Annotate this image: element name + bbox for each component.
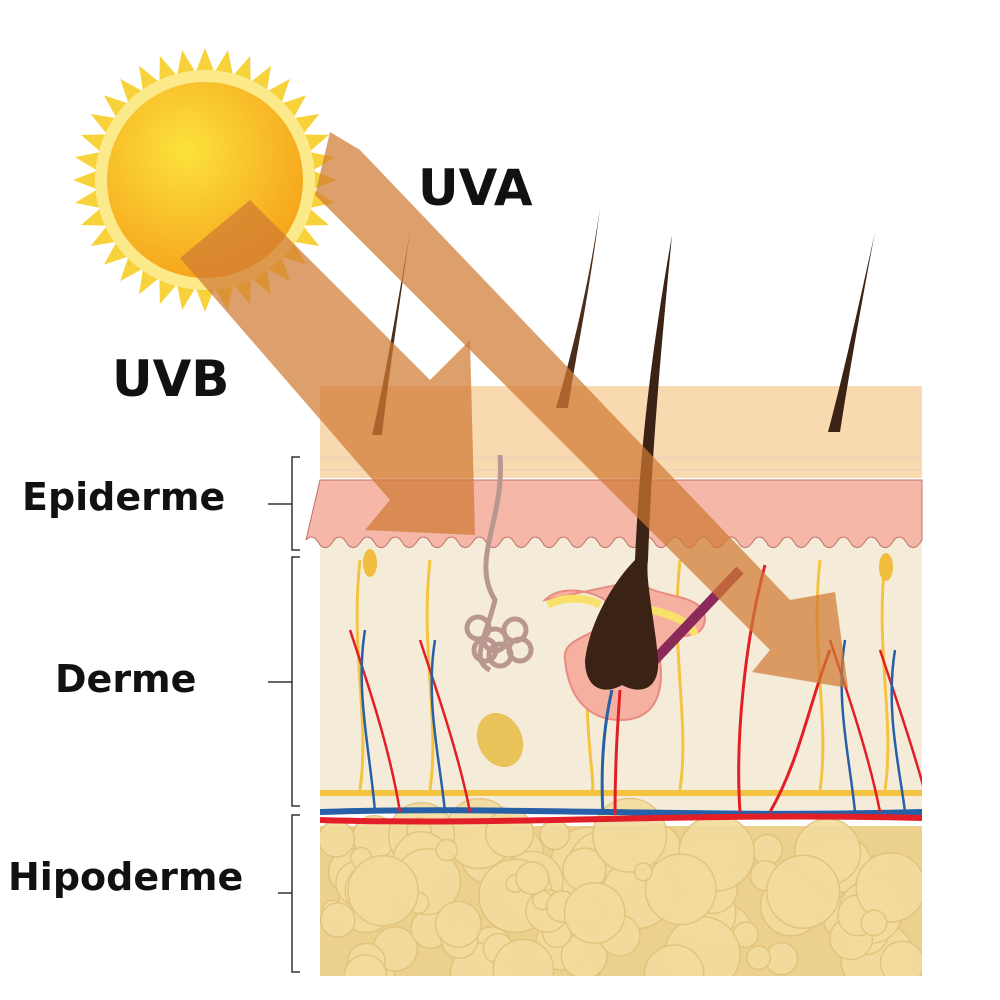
follicle-artery bbox=[613, 689, 622, 816]
fat-cell bbox=[643, 944, 705, 976]
capillary-vein bbox=[430, 639, 447, 813]
capillary-vein bbox=[360, 629, 377, 813]
pacinian-corpuscle bbox=[476, 712, 524, 768]
sebaceous-gland bbox=[545, 594, 603, 609]
epiderme-bracket bbox=[268, 456, 300, 551]
uvb-label: UVB bbox=[112, 350, 229, 408]
fat-cell bbox=[320, 820, 356, 858]
fat-cell bbox=[855, 851, 922, 923]
nerve-fiber bbox=[675, 559, 685, 791]
fat-cell bbox=[563, 882, 626, 944]
fat-cell bbox=[879, 940, 922, 976]
fat-cell bbox=[766, 854, 841, 929]
hairs bbox=[372, 208, 875, 690]
vein bbox=[320, 807, 922, 817]
nerve-plexus bbox=[320, 790, 922, 796]
capillary-artery bbox=[348, 629, 402, 813]
fat-cell bbox=[515, 861, 550, 896]
nerve-fiber bbox=[425, 559, 435, 791]
fat-cells bbox=[320, 797, 922, 976]
capillary-artery bbox=[418, 639, 472, 813]
fat-cell bbox=[484, 808, 535, 858]
derme-label: Derme bbox=[55, 657, 196, 701]
fat-cell bbox=[644, 853, 717, 926]
fat-cell bbox=[492, 938, 555, 976]
layer-brackets bbox=[268, 456, 300, 973]
uva-label: UVA bbox=[418, 159, 533, 217]
skin-cross-section bbox=[305, 386, 923, 976]
capillary-artery bbox=[878, 649, 922, 787]
nerve-fiber bbox=[355, 559, 365, 791]
sweat-gland-coil bbox=[471, 636, 499, 664]
nerve-fiber bbox=[880, 559, 890, 791]
hipoderme-bracket bbox=[278, 814, 300, 973]
sweat-gland-coil bbox=[506, 636, 534, 664]
fat-cell bbox=[320, 902, 356, 938]
hair-with-root bbox=[585, 235, 672, 690]
hipoderme-label: Hipoderme bbox=[8, 855, 243, 899]
nerve-ending bbox=[363, 549, 377, 577]
uvb-ray-arrow bbox=[180, 200, 475, 535]
fat-cell bbox=[343, 953, 388, 976]
epiderme-label: Epiderme bbox=[22, 475, 225, 519]
fat-cell bbox=[745, 945, 772, 971]
uva-ray-arrow bbox=[315, 132, 848, 688]
sweat-duct bbox=[477, 454, 503, 673]
capillary-vein bbox=[890, 649, 907, 813]
follicle-vein bbox=[600, 689, 614, 816]
derme-bracket bbox=[268, 556, 300, 807]
nerve-ending bbox=[879, 553, 893, 581]
fat-cell bbox=[435, 838, 459, 862]
fat-cell bbox=[539, 819, 571, 851]
artery bbox=[320, 813, 922, 825]
fat-cell bbox=[860, 909, 888, 937]
fat-cell bbox=[434, 900, 482, 948]
fat-cell bbox=[347, 854, 419, 927]
fat-cell bbox=[633, 862, 653, 882]
